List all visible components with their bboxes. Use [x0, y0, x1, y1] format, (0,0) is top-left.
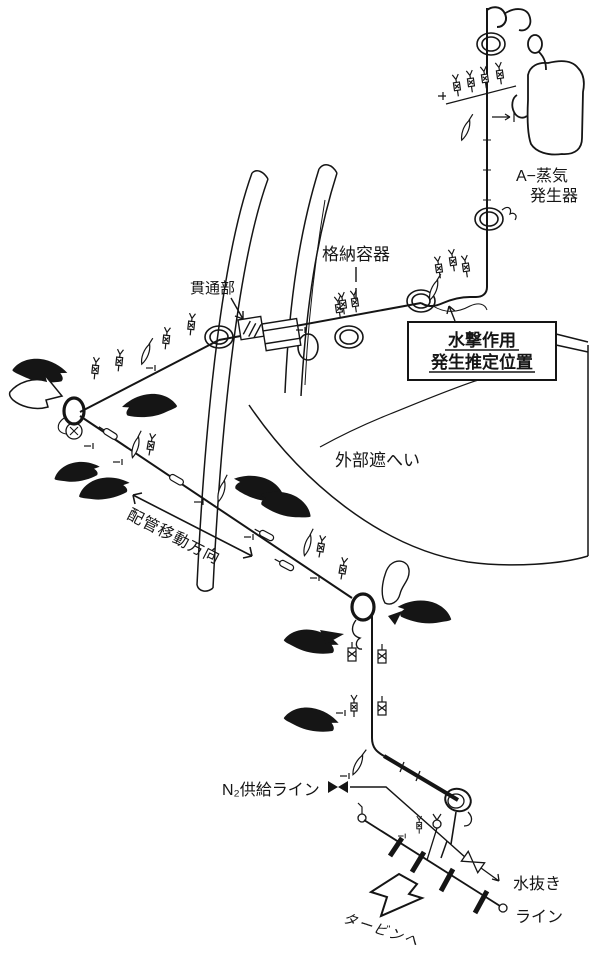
steam-generator-label-line1: A−蒸気 — [516, 167, 568, 185]
penetration-label: 貫通部 — [190, 280, 235, 297]
n2-supply-line — [350, 786, 467, 859]
penetration-block — [237, 315, 302, 352]
pipe-movement-arrow — [132, 492, 253, 559]
steam-generator-label-line2: 発生器 — [530, 187, 578, 205]
outer-shield-wall — [248, 333, 589, 566]
pipe-movement-direction-label: 配管移動方向 — [124, 506, 223, 568]
water-hammer-label-line1: 水撃作用 — [448, 330, 516, 350]
turbine-arrow-icon — [368, 872, 425, 918]
pipe-restraint-rings — [204, 32, 517, 361]
steam-generator — [503, 8, 585, 156]
elbow-bottom — [444, 787, 473, 845]
drain-line-label-line1: 水抜き — [513, 875, 561, 893]
drain-branch-valve-icon — [460, 850, 500, 882]
drain-line — [357, 802, 508, 915]
outer-shielding-label: 外部遮へい — [335, 451, 420, 470]
white-arrow-left — [8, 373, 64, 410]
water-hammer-arrow — [446, 305, 456, 322]
elbow-middle — [350, 592, 376, 650]
containment-wall — [196, 164, 338, 592]
water-hammer-label-line2: 発生推定位置 — [430, 352, 533, 372]
water-hammer-callout-box: 水撃作用 発生推定位置 — [407, 321, 557, 381]
drain-line-label-line2: ライン — [515, 909, 563, 926]
penetration-arrow — [230, 297, 244, 320]
n2-supply-line-label: N₂供給ライン — [222, 781, 320, 799]
white-blob-middle — [381, 560, 410, 605]
n2-valve-icon — [328, 781, 348, 793]
containment-vessel-label: 格納容器 — [322, 245, 390, 264]
elbow-left — [57, 396, 86, 440]
black-arrow-markers — [11, 356, 454, 735]
pipe-hardware — [83, 248, 471, 782]
hanger-cluster-top — [438, 61, 517, 141]
